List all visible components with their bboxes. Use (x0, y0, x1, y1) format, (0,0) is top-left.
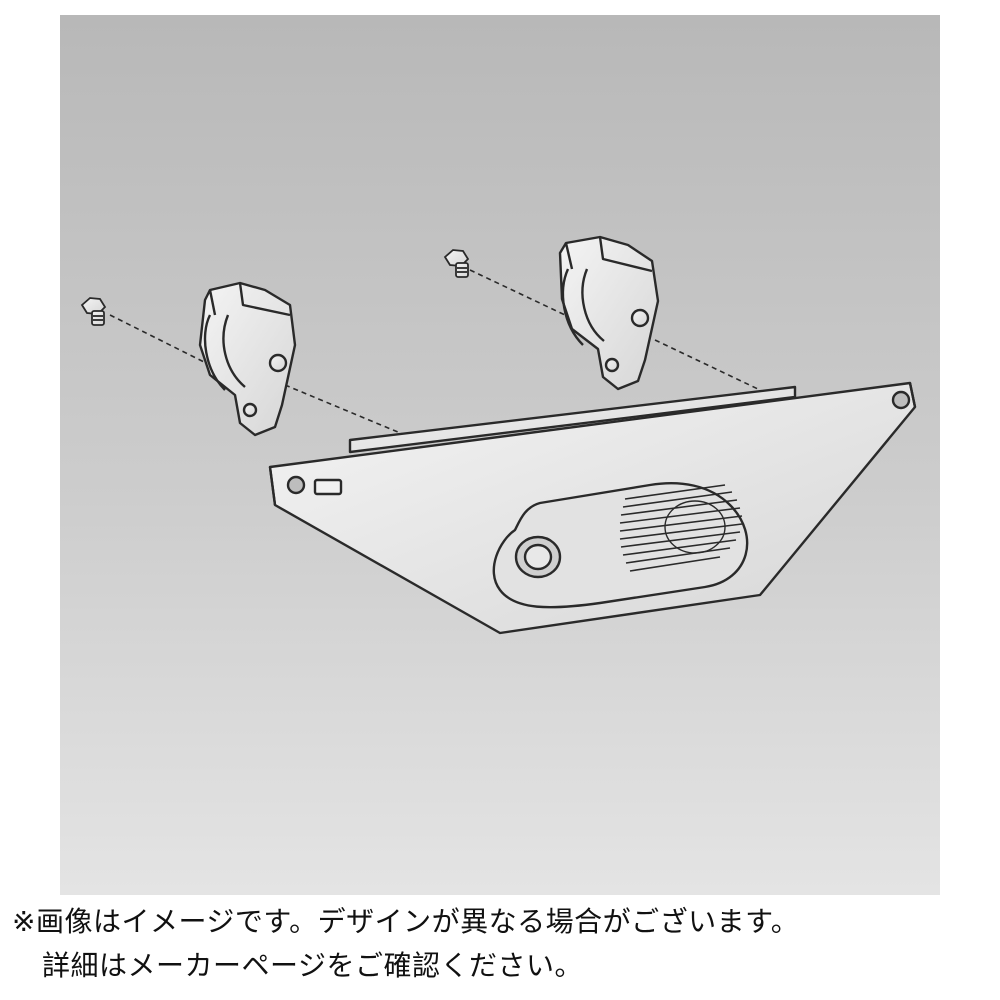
bolt-nut-left-icon (80, 297, 107, 326)
clamp-right-icon (558, 235, 660, 391)
exploded-view-diagram (80, 235, 917, 635)
guide-line-right-plate (654, 339, 761, 391)
assembly-guide-lines (109, 269, 761, 436)
clamp-left-icon (198, 281, 297, 437)
bolt-nut-right-icon (443, 249, 470, 278)
guide-line-left-bolt (109, 314, 211, 366)
product-illustration (60, 15, 940, 895)
disclaimer-line-1: ※画像はイメージです。デザインが異なる場合がございます。 (12, 905, 800, 938)
mounting-plate-icon (268, 381, 917, 635)
guide-line-right-bolt (469, 269, 566, 316)
speaker-grille-icon (619, 484, 743, 572)
guide-line-left-plate (284, 384, 406, 436)
disclaimer-caption: ※画像はイメージです。デザインが異なる場合がございます。 詳細はメーカーページを… (12, 900, 988, 988)
disclaimer-line-2: 詳細はメーカーページをご確認ください。 (42, 949, 583, 982)
